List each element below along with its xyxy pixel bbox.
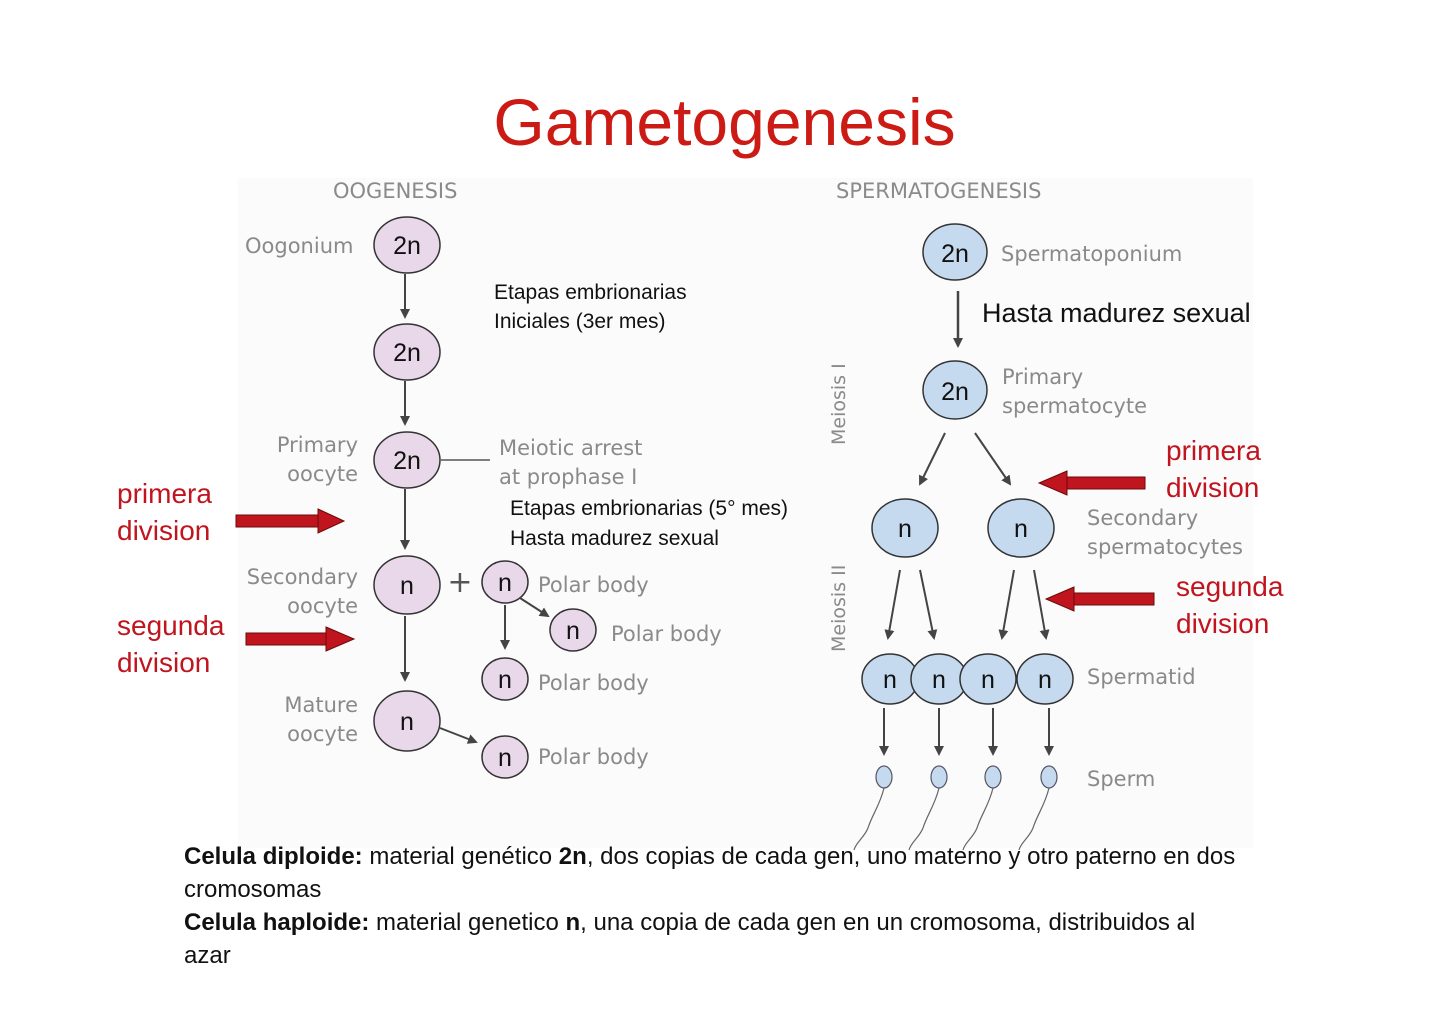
haploid-term: Celula haploide: <box>184 909 370 936</box>
diploid-term: Celula diploide: <box>184 843 363 870</box>
polar-body-4-cell: n <box>481 735 529 779</box>
oo-primera-label-2: division <box>117 515 210 546</box>
first-polar-body-ploidy: n <box>498 569 512 597</box>
haploid-n: n <box>565 909 581 936</box>
arrow-to-polar-body-4 <box>439 727 478 744</box>
sp-primera-label-1: primera <box>1166 435 1261 466</box>
secondary-spermatocyte-left: n <box>871 498 939 558</box>
secondary-spermatocytes-label-2: spermatocytes <box>1087 535 1243 559</box>
spermatogonium-label: Spermatoponium <box>1001 242 1182 266</box>
arrow-spermatid-4 <box>1033 569 1050 640</box>
note-fifth-line1: Etapas embrionarias (5° mes) <box>510 497 788 520</box>
spermatid-3-ploidy: n <box>981 666 995 694</box>
spermatogonium-cell: 2n <box>922 223 988 281</box>
arrow-to-secondary-left <box>919 432 946 486</box>
oogenesis-header: OOGENESIS <box>333 179 457 203</box>
polar-body-label-4: Polar body <box>538 745 649 769</box>
polar-body-2-cell: n <box>549 608 597 652</box>
arrow-to-secondary-right <box>974 432 1012 486</box>
meiosis-1-label: Meiosis I <box>828 363 850 445</box>
sp-segunda-label-2: division <box>1176 608 1269 639</box>
sp-segunda-arrow <box>1044 586 1155 612</box>
spermatid-1: n <box>861 653 919 705</box>
primary-oocyte-ploidy: 2n <box>393 447 421 475</box>
note-early-line2: Iniciales (3er mes) <box>494 310 666 333</box>
arrow-to-polar-body-2 <box>519 597 550 618</box>
sperm-label: Sperm <box>1087 767 1155 791</box>
diploid-2n: 2n <box>558 843 587 870</box>
spermatid-4: n <box>1016 653 1074 705</box>
sperm-2 <box>908 765 948 851</box>
primary-spermatocyte-label-2: spermatocyte <box>1002 394 1147 418</box>
secondary-oocyte-label-1: Secondary <box>247 565 358 589</box>
note-until-maturity: Hasta madurez sexual <box>982 298 1251 328</box>
secondary-oocyte-label-2: oocyte <box>287 594 358 618</box>
oo-segunda-arrow <box>245 626 356 652</box>
primary-spermatocyte-cell: 2n <box>922 360 988 420</box>
definitions-footer: Celula diploide: material genético 2n, d… <box>184 840 1244 972</box>
polar-body-4-ploidy: n <box>498 744 512 772</box>
primary-oocyte-label-1: Primary <box>277 433 358 457</box>
note-early-line1: Etapas embrionarias <box>494 281 687 304</box>
spermatogenesis-header: SPERMATOGENESIS <box>836 179 1041 203</box>
polar-body-label-3: Polar body <box>538 671 649 695</box>
secondary-oocyte-cell: n <box>373 555 441 615</box>
polar-body-2-ploidy: n <box>566 617 580 645</box>
sperm-4 <box>1018 765 1058 851</box>
haploid-text-a: material genetico <box>369 909 566 936</box>
secondary-left-ploidy: n <box>898 515 912 543</box>
arrow-spermatid-3 <box>998 569 1015 640</box>
primary-spermatocyte-label-1: Primary <box>1002 365 1083 389</box>
page-title: Gametogenesis <box>493 85 956 159</box>
note-fifth-line2: Hasta madurez sexual <box>510 527 719 550</box>
diploid-text-a: material genético <box>362 843 559 870</box>
sperm-1 <box>853 765 893 851</box>
secondary-right-ploidy: n <box>1014 515 1028 543</box>
spermatid-3: n <box>959 653 1017 705</box>
arrow-spermatid-2 <box>919 569 938 640</box>
mature-oocyte-label-2: oocyte <box>287 722 358 746</box>
haploid-text-b: , una copia de cada gen en un cromosoma,… <box>184 909 1196 969</box>
first-polar-body-cell: n <box>481 560 529 604</box>
secondary-oocyte-ploidy: n <box>400 572 414 600</box>
oo-primera-label-1: primera <box>117 478 212 509</box>
oogonium-label: Oogonium <box>245 234 353 258</box>
sp-segunda-label-1: segunda <box>1176 571 1284 602</box>
oo-segunda-label-1: segunda <box>117 610 225 641</box>
sp-primera-arrow <box>1037 470 1146 496</box>
polar-body-3-cell: n <box>481 657 529 701</box>
secondary-spermatocytes-label-1: Secondary <box>1087 506 1198 530</box>
spermatogonium-ploidy: 2n <box>941 240 969 268</box>
spermatid-4-ploidy: n <box>1038 666 1052 694</box>
oogonium-cell: 2n <box>373 216 441 274</box>
spermatid-2-ploidy: n <box>932 666 946 694</box>
primary-oocyte-label-2: oocyte <box>287 462 358 486</box>
primary-oocyte-cell: 2n <box>373 431 441 489</box>
polar-body-3-ploidy: n <box>498 666 512 694</box>
mature-oocyte-ploidy: n <box>400 708 414 736</box>
oogonium-2-ploidy: 2n <box>393 339 421 367</box>
oo-segunda-label-2: division <box>117 647 210 678</box>
polar-body-label-2: Polar body <box>611 622 722 646</box>
oo-primera-arrow <box>235 508 346 534</box>
spermatid-1-ploidy: n <box>883 666 897 694</box>
arrow-spermatid-1 <box>884 569 901 640</box>
diploid-text-b: , dos copias de cada gen, uno materno y … <box>184 843 1236 903</box>
oogonium-cell-2: 2n <box>373 323 441 381</box>
spermatid-label: Spermatid <box>1087 665 1196 689</box>
oogonium-ploidy: 2n <box>393 232 421 260</box>
plus-sign: + <box>447 565 472 600</box>
mature-oocyte-cell: n <box>373 690 441 752</box>
polar-body-label-1: Polar body <box>538 573 649 597</box>
sperm-3 <box>962 765 1002 851</box>
meiotic-arrest-line2: at prophase I <box>499 465 637 489</box>
secondary-spermatocyte-right: n <box>987 498 1055 558</box>
meiotic-arrest-line1: Meiotic arrest <box>499 436 642 460</box>
sp-primera-label-2: division <box>1166 472 1259 503</box>
primary-spermatocyte-ploidy: 2n <box>941 378 969 406</box>
mature-oocyte-label-1: Mature <box>284 693 358 717</box>
spermatid-2: n <box>910 653 968 705</box>
meiosis-2-label: Meiosis II <box>828 565 850 652</box>
